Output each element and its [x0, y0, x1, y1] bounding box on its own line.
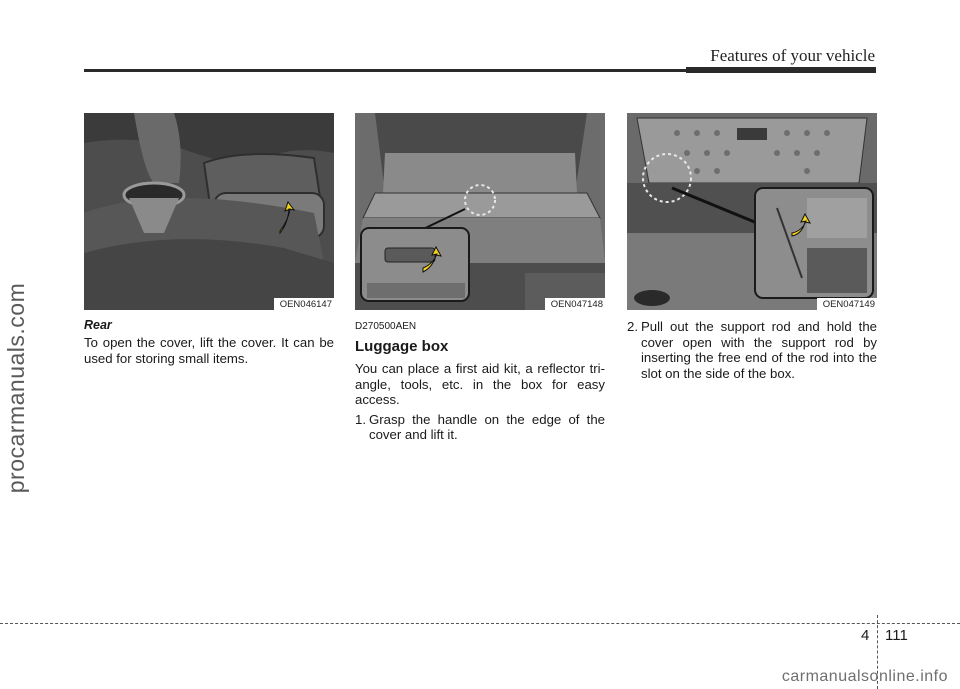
column-luggage-box: OEN047148 D270500AEN Luggage box You can… [355, 113, 605, 443]
footer-rule [0, 623, 960, 624]
figure-luggage-box: OEN047148 [355, 113, 605, 310]
rear-cover-illustration [84, 113, 334, 310]
header-rule [84, 69, 876, 72]
figure-rear-cover: OEN046147 [84, 113, 334, 310]
subheading-rear: Rear [84, 318, 112, 332]
chapter-number: 4 [861, 627, 870, 644]
step-number: 2. [627, 319, 638, 334]
step-text: Grasp the handle on the edge of the cove… [369, 411, 605, 443]
column-support-rod: OEN047149 2. Pull out the support rod an… [627, 113, 877, 381]
section-code: D270500AEN [355, 321, 417, 332]
figure-support-rod: OEN047149 [627, 113, 877, 310]
page-number: 111 [885, 627, 908, 644]
bottom-watermark: carmanualsonline.info [781, 668, 948, 685]
paragraph-rear: To open the cover, lift the cover. It ca… [84, 335, 334, 366]
section-title-luggage-box: Luggage box [355, 338, 449, 355]
side-watermark: procarmanuals.com [3, 282, 29, 494]
page-header-title: Features of your vehicle [710, 46, 875, 65]
step-2: 2. Pull out the support rod and hold the… [627, 319, 877, 381]
step-1: 1. Grasp the handle on the edge of the c… [355, 412, 605, 443]
column-rear-cover: OEN046147 Rear To open the cover, lift t… [84, 113, 334, 366]
header-rule-accent [686, 67, 876, 73]
step-text: Pull out the support rod and hold the co… [641, 319, 877, 381]
footer-divider [877, 615, 878, 689]
luggage-box-illustration [355, 113, 605, 310]
support-rod-illustration [627, 113, 877, 310]
figure-code: OEN047148 [544, 298, 605, 310]
figure-code: OEN047149 [816, 298, 877, 310]
step-number: 1. [355, 411, 366, 427]
figure-code: OEN046147 [273, 298, 334, 310]
paragraph-luggage-box: You can place a first aid kit, a reflect… [355, 361, 605, 407]
